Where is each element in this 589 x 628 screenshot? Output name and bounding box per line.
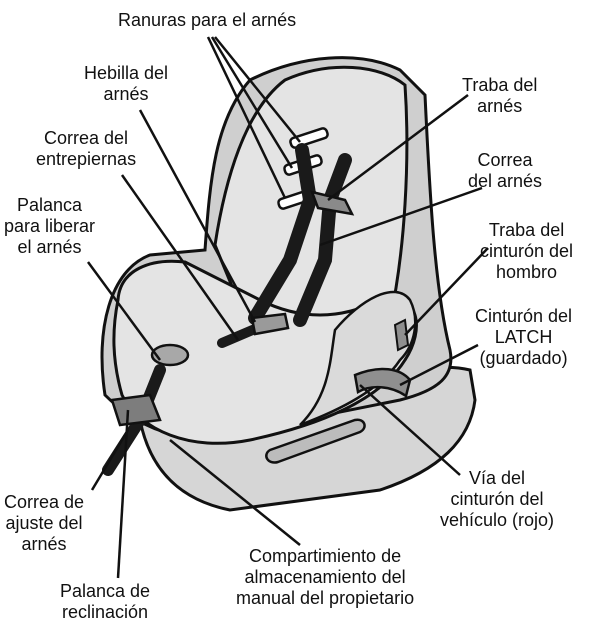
label-harness-slots: Ranuras para el arnés — [118, 10, 297, 30]
harness-clip — [310, 190, 355, 216]
harness-strap-left — [248, 143, 318, 325]
shoulder-belt-lock — [393, 318, 410, 352]
harness-strap-right — [293, 153, 352, 327]
harness-slot-upper — [289, 127, 329, 149]
seat-armrest — [299, 290, 417, 427]
manual-compartment-slot — [265, 418, 366, 464]
recline-lever — [110, 393, 162, 427]
harness-buckle — [250, 312, 290, 336]
leader-lines — [86, 36, 489, 579]
latch-strap-stored — [353, 367, 412, 399]
harness-release-lever — [150, 343, 190, 367]
